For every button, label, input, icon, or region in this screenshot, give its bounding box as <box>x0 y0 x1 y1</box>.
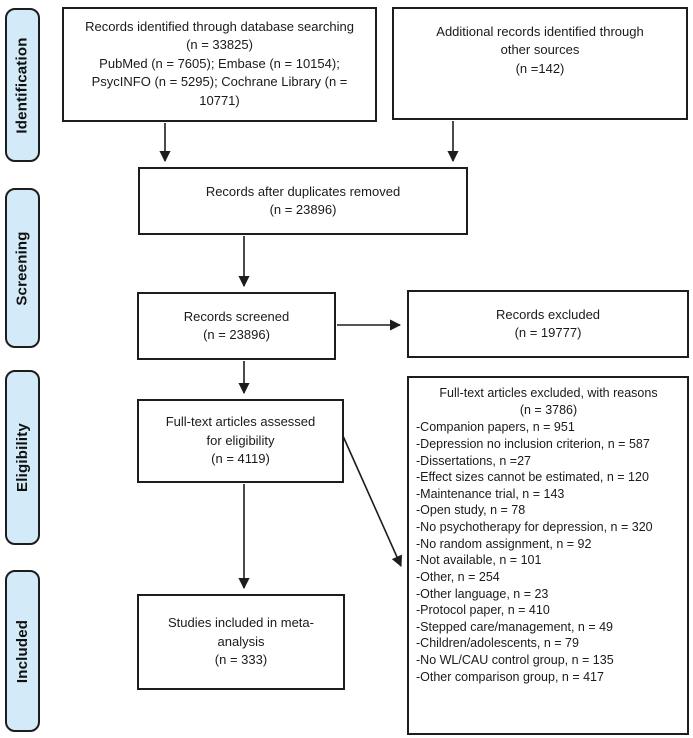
exclusion-reason: -Maintenance trial, n = 143 <box>416 486 565 501</box>
arrow-fulltext-to-ftexcluded <box>342 435 403 568</box>
box-records-after-duplicates-removed: Records after duplicates removed (n = 23… <box>138 167 468 235</box>
stage-label-identification: Identification <box>5 8 40 162</box>
box-studies-included: Studies included in meta- analysis (n = … <box>137 594 345 690</box>
stage-label-text: Screening <box>14 230 32 306</box>
stage-label-text: Eligibility <box>14 423 31 492</box>
box-records-database-search: Records identified through database sear… <box>62 7 377 122</box>
exclusion-reason-list: -Companion papers, n = 951-Depression no… <box>416 419 681 685</box>
exclusion-reason: -Not available, n = 101 <box>416 553 542 568</box>
stage-label-text: Included <box>14 619 31 683</box>
exclusion-reason: -Protocol paper, n = 410 <box>416 603 550 618</box>
box-additional-records-other-sources: Additional records identified through ot… <box>392 7 688 120</box>
exclusion-reason: -No psychotherapy for depression, n = 32… <box>416 520 653 534</box>
box-fulltext-excluded-reasons: Full-text articles excluded, with reason… <box>407 376 689 735</box>
stage-label-eligibility: Eligibility <box>5 370 40 545</box>
exclusion-reason: -No WL/CAU control group, n = 135 <box>416 653 614 667</box>
stage-label-screening: Screening <box>5 188 40 348</box>
exclusion-reason: -Companion papers, n = 951 <box>416 420 575 435</box>
stage-label-included: Included <box>5 570 40 732</box>
exclusion-reason: -No random assignment, n = 92 <box>416 536 592 551</box>
box-fulltext-assessed: Full-text articles assessed for eligibil… <box>137 399 344 483</box>
box-records-excluded: Records excluded (n = 19777) <box>407 290 689 358</box>
exclusion-reason: -Other comparison group, n = 417 <box>416 669 604 684</box>
stage-label-text: Identification <box>14 36 32 134</box>
exclusion-reason: -Stepped care/management, n = 49 <box>416 619 614 634</box>
box-records-screened: Records screened (n = 23896) <box>137 292 336 360</box>
exclusion-reason: -Dissertations, n =27 <box>416 453 531 468</box>
exclusion-reason: -Depression no inclusion criterion, n = … <box>416 436 650 451</box>
exclusion-reason: -Children/adolescents, n = 79 <box>416 636 579 651</box>
exclusion-reason: -Other, n = 254 <box>416 569 500 584</box>
fulltext-excluded-title: Full-text articles excluded, with reason… <box>439 386 658 417</box>
exclusion-reason: -Other language, n = 23 <box>416 586 549 601</box>
exclusion-reason: -Effect sizes cannot be estimated, n = 1… <box>416 470 649 485</box>
exclusion-reason: -Open study, n = 78 <box>416 503 526 518</box>
